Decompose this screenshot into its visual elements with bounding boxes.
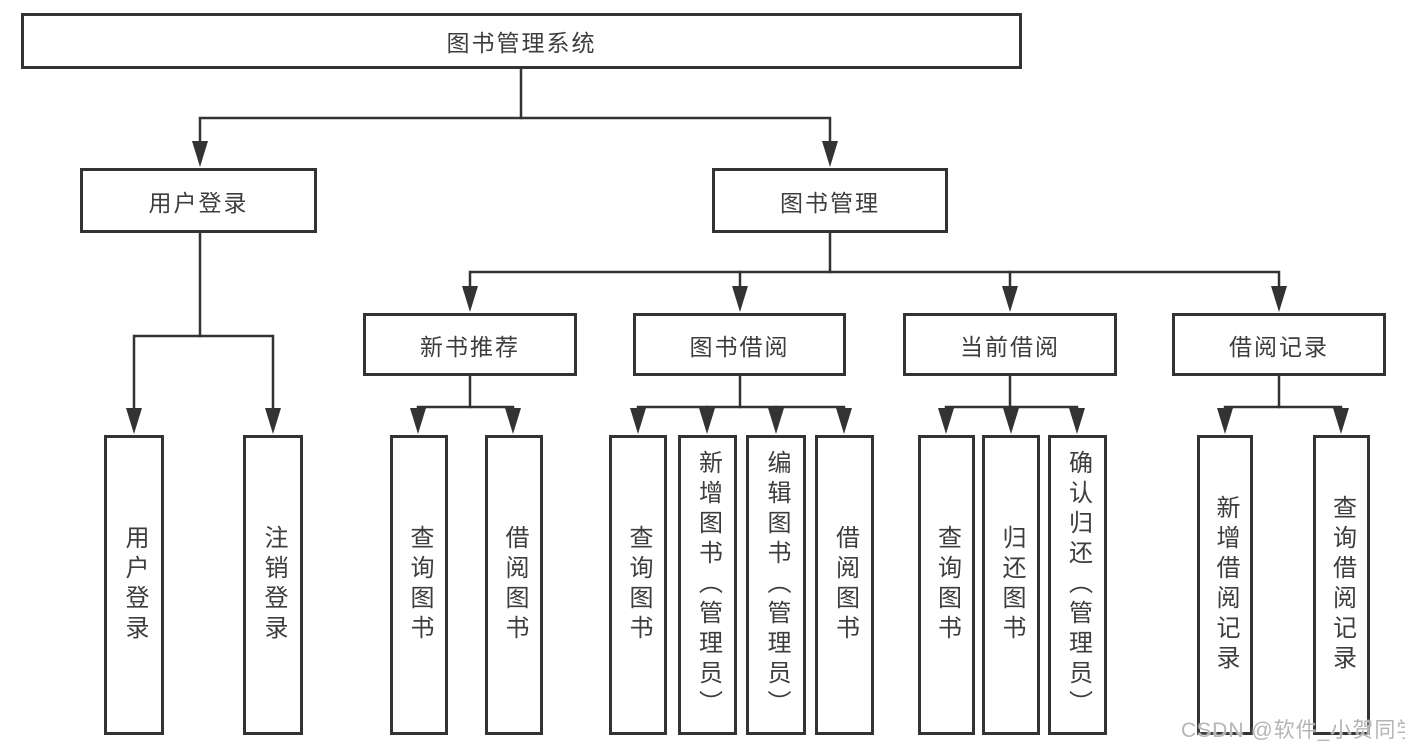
node-leaf-search-books-current: 查询图书 [918, 435, 975, 735]
node-borrow-records: 借阅记录 [1172, 313, 1386, 376]
node-leaf-edit-book-admin: 编辑图书（管理员） [746, 435, 806, 735]
node-leaf-confirm-return-admin: 确认归还（管理员） [1048, 435, 1107, 735]
node-leaf-logout: 注销登录 [243, 435, 303, 735]
node-current-borrow: 当前借阅 [903, 313, 1117, 376]
node-leaf-return-book: 归还图书 [982, 435, 1040, 735]
node-leaf-add-borrow-record: 新增借阅记录 [1197, 435, 1253, 735]
node-leaf-borrow-books-recommend: 借阅图书 [485, 435, 543, 735]
node-new-book-recommend: 新书推荐 [363, 313, 577, 376]
node-user-login: 用户登录 [80, 168, 317, 233]
node-leaf-search-books-recommend: 查询图书 [390, 435, 448, 735]
node-leaf-search-books-borrow: 查询图书 [609, 435, 667, 735]
node-leaf-search-borrow-record: 查询借阅记录 [1313, 435, 1370, 735]
node-leaf-borrow-books: 借阅图书 [815, 435, 874, 735]
node-book-management: 图书管理 [712, 168, 948, 233]
node-library-management-system: 图书管理系统 [21, 13, 1022, 69]
csdn-watermark: CSDN @软件_小贺同学 [1181, 719, 1405, 742]
node-leaf-user-login: 用户登录 [104, 435, 164, 735]
node-leaf-add-book-admin: 新增图书（管理员） [678, 435, 737, 735]
node-book-borrow: 图书借阅 [633, 313, 846, 376]
